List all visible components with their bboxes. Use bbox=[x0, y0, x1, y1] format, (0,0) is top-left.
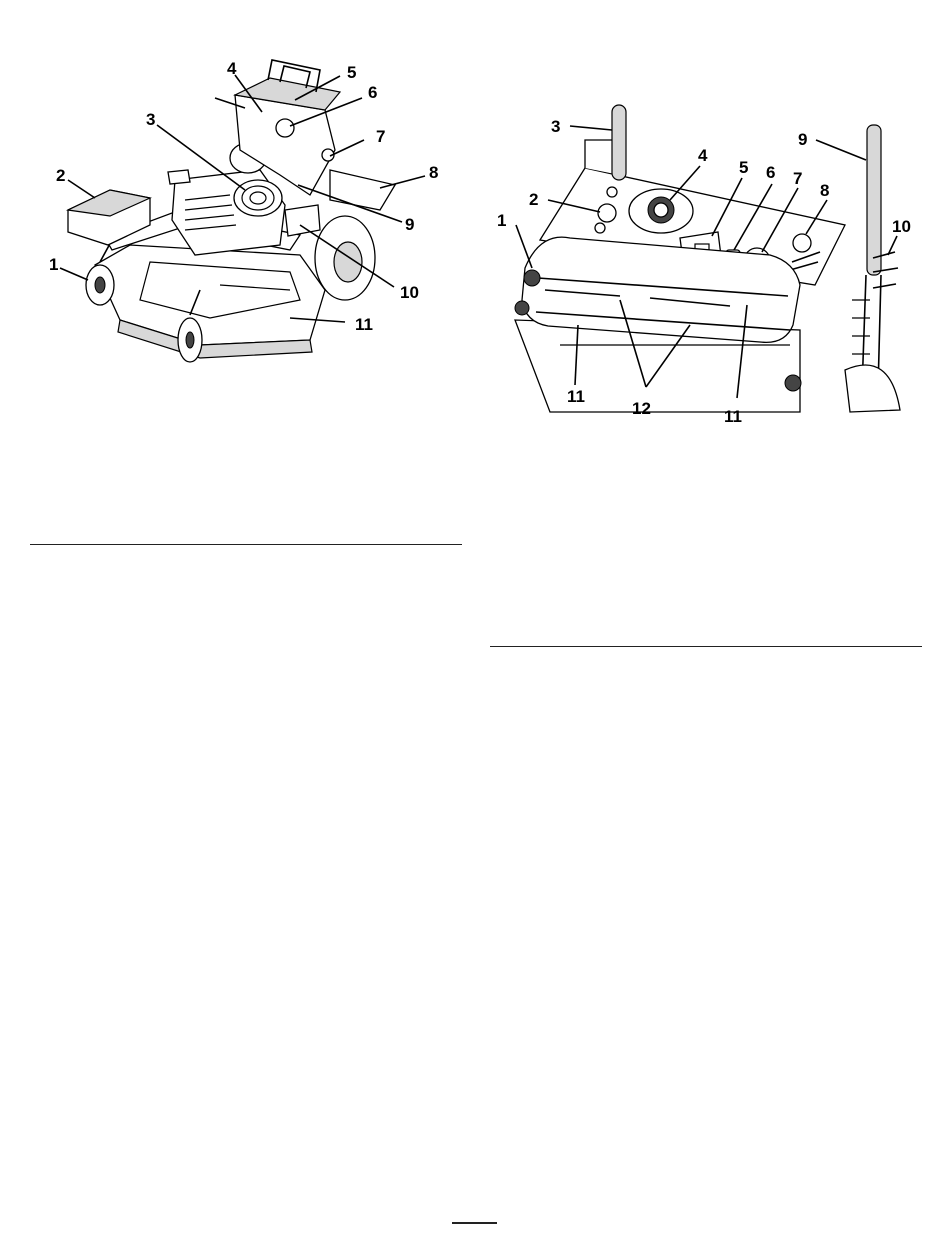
callout-1: 1 bbox=[497, 211, 506, 230]
figure-mower-overview: 1 2 3 4 5 6 7 8 9 10 11 bbox=[0, 0, 470, 380]
callout-2: 2 bbox=[529, 190, 538, 209]
callout-11: 11 bbox=[567, 387, 585, 406]
callout-3: 3 bbox=[146, 110, 155, 129]
callout-6: 6 bbox=[368, 83, 377, 102]
callout-5: 5 bbox=[739, 158, 748, 177]
callout-10: 10 bbox=[892, 217, 911, 236]
callout-7: 7 bbox=[793, 169, 802, 188]
divider-right bbox=[490, 646, 922, 647]
callout-5: 5 bbox=[347, 63, 356, 82]
figure-control-panel: 1 2 3 4 5 6 7 8 9 10 11 12 11 bbox=[480, 0, 940, 440]
callout-4: 4 bbox=[227, 59, 237, 78]
callout-7: 7 bbox=[376, 127, 385, 146]
callout-9: 9 bbox=[405, 215, 414, 234]
page-number-line bbox=[452, 1222, 497, 1224]
callout-8: 8 bbox=[820, 181, 829, 200]
callout-2: 2 bbox=[56, 166, 65, 185]
callout-1: 1 bbox=[49, 255, 58, 274]
callout-11-right: 11 bbox=[724, 407, 742, 426]
divider-left bbox=[30, 544, 462, 545]
callout-3: 3 bbox=[551, 117, 560, 136]
callout-9: 9 bbox=[798, 130, 807, 149]
callout-11: 11 bbox=[355, 315, 373, 334]
callout-8: 8 bbox=[429, 163, 438, 182]
callout-6: 6 bbox=[766, 163, 775, 182]
callout-12: 12 bbox=[632, 399, 651, 418]
callout-10: 10 bbox=[400, 283, 419, 302]
callout-4: 4 bbox=[698, 146, 708, 165]
